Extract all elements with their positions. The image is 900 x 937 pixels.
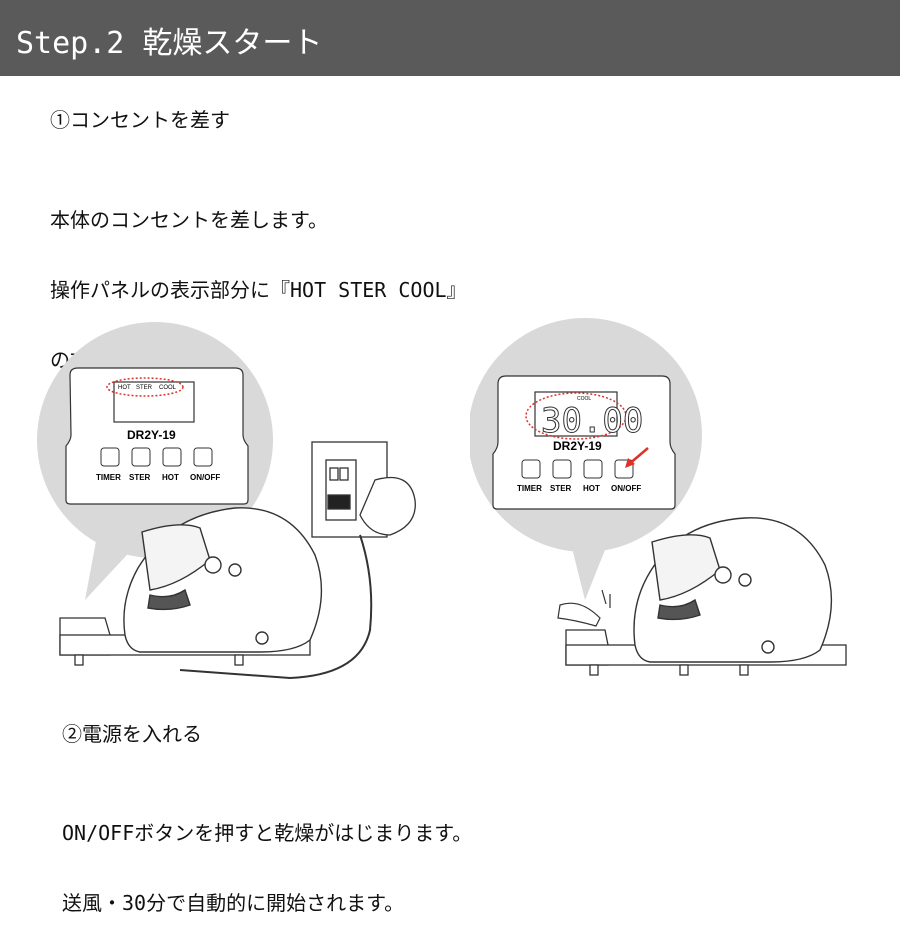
step2-description: ON/OFFボタンを押すと乾燥がはじまります。 送風・30分で自動的に開始されま… bbox=[62, 773, 472, 937]
step2-line: 送風・30分で自動的に開始されます。 bbox=[62, 891, 405, 915]
highlight-ellipse bbox=[106, 377, 184, 397]
hot-button bbox=[583, 459, 603, 479]
helmet bbox=[633, 517, 833, 663]
ster-label: STER bbox=[129, 473, 151, 482]
timer-display: 30.00 bbox=[541, 401, 643, 441]
power-on-illustration: COOL 30.00 DR2Y-19 TIMER STER HOT ON/OFF bbox=[470, 318, 847, 676]
step1-line: 本体のコンセントを差します。 bbox=[50, 208, 328, 232]
ster-button bbox=[552, 459, 572, 479]
timer-label: TIMER bbox=[96, 473, 121, 482]
display-screen bbox=[534, 391, 618, 437]
indicator-ster: STER bbox=[136, 385, 153, 391]
hot-button bbox=[162, 447, 182, 467]
highlight-ellipse bbox=[525, 392, 627, 440]
hot-label: HOT bbox=[162, 473, 179, 482]
indicator-hot: HOT bbox=[118, 385, 131, 391]
hand-plugging bbox=[327, 476, 416, 536]
indicator-cool: COOL bbox=[577, 396, 591, 402]
step-title: Step.2 乾燥スタート bbox=[16, 26, 323, 61]
model-label: DR2Y-19 bbox=[553, 439, 602, 453]
ster-label: STER bbox=[550, 484, 572, 493]
ster-button bbox=[131, 447, 151, 467]
onoff-label: ON/OFF bbox=[190, 473, 220, 482]
step2-line: ON/OFFボタンを押すと乾燥がはじまります。 bbox=[62, 821, 473, 845]
red-arrowhead-icon bbox=[625, 458, 635, 468]
hot-label: HOT bbox=[583, 484, 600, 493]
indicator-cool: COOL bbox=[159, 385, 177, 391]
finger-pressing bbox=[557, 589, 611, 627]
model-label: DR2Y-19 bbox=[127, 428, 176, 442]
helmet bbox=[123, 507, 323, 653]
step1-line: 操作パネルの表示部分に『HOT STER COOL』 bbox=[50, 278, 467, 302]
timer-label: TIMER bbox=[517, 484, 542, 493]
onoff-button bbox=[193, 447, 213, 467]
step2-title: ②電源を入れる bbox=[62, 722, 202, 746]
plug-in-illustration: HOT STER COOL DR2Y-19 TIMER STER HOT ON/… bbox=[37, 322, 416, 680]
control-panel: HOT STER COOL DR2Y-19 TIMER STER HOT ON/… bbox=[65, 367, 249, 505]
onoff-label: ON/OFF bbox=[611, 484, 641, 493]
timer-button bbox=[100, 447, 120, 467]
control-panel: COOL 30.00 DR2Y-19 TIMER STER HOT ON/OFF bbox=[492, 375, 676, 510]
display-screen bbox=[113, 381, 195, 423]
step-header: Step.2 乾燥スタート bbox=[0, 0, 900, 76]
step1-title: ①コンセントを差す bbox=[50, 108, 230, 132]
power-cord bbox=[179, 534, 373, 680]
timer-button bbox=[521, 459, 541, 479]
